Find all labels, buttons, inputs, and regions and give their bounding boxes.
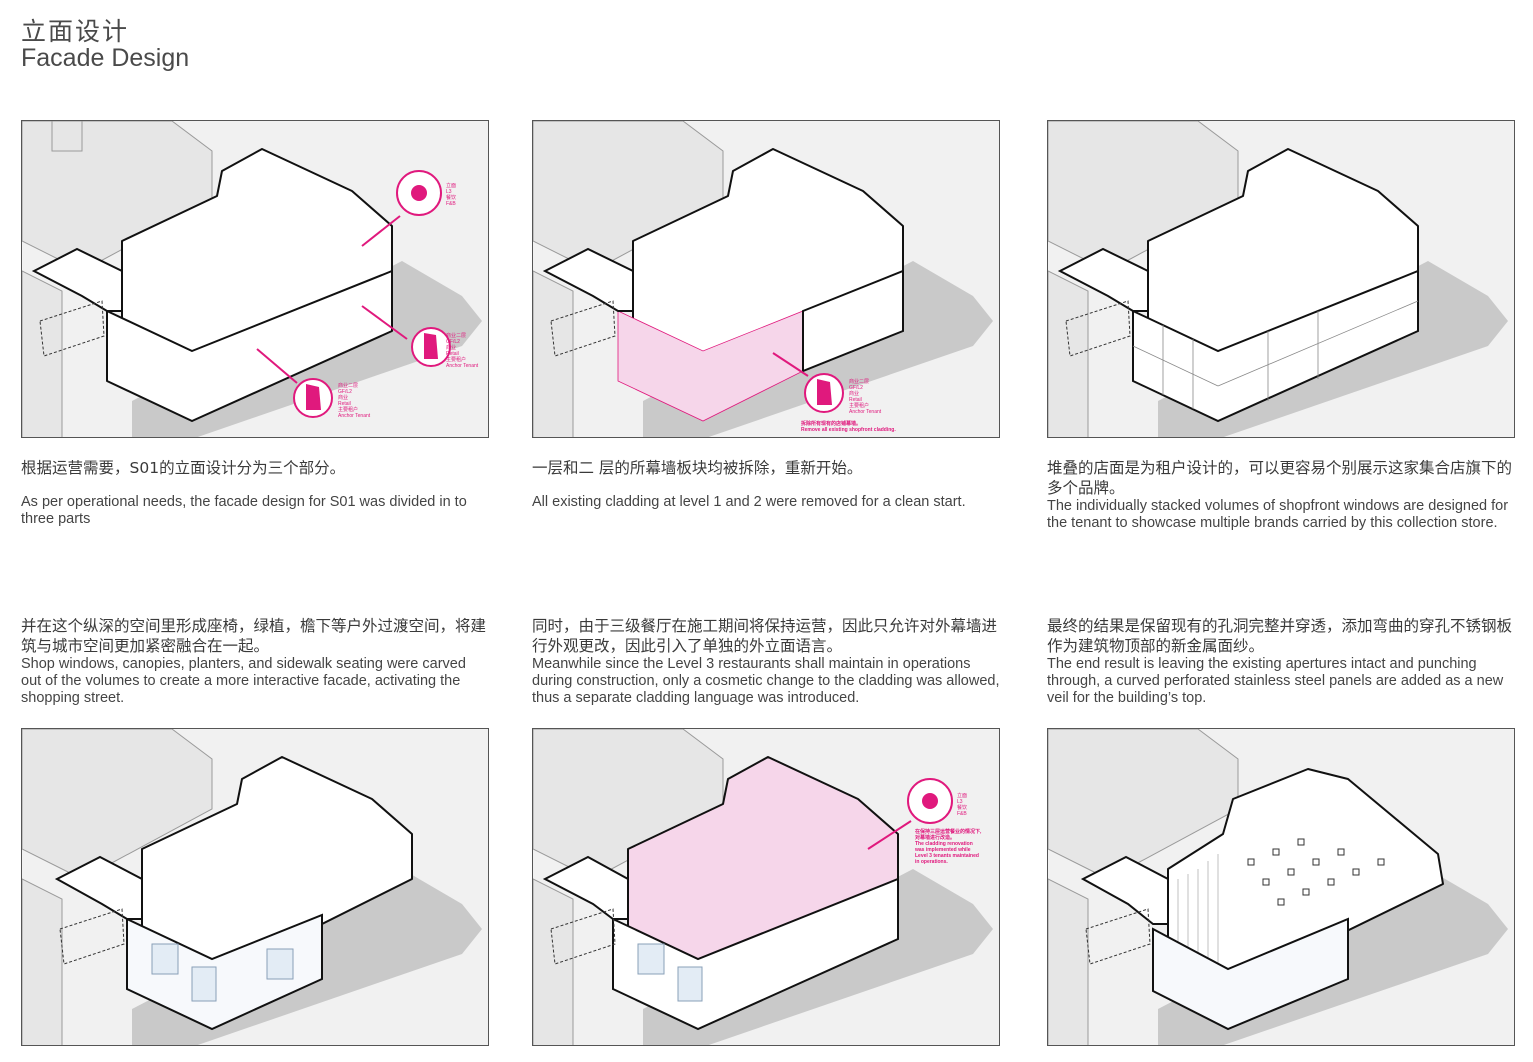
stacked-shopfronts	[1132, 269, 1419, 423]
dashed-footprint	[39, 300, 105, 357]
caption-4: 并在这个纵深的空间里形成座椅，绿植，檐下等户外过渡空间，将建筑与城市空间更加紧密…	[21, 616, 489, 707]
axonometric-drawing-1	[22, 121, 482, 437]
caption-3-cn: 堆叠的店面是为租户设计的，可以更容易个别展示这家集合店旗下的多个品牌。	[1047, 459, 1513, 497]
caption-6-cn: 最终的结果是保留现有的孔洞完整并穿透，添加弯曲的穿孔不锈钢板作为建筑物顶部的新金…	[1047, 617, 1513, 655]
annotation-pointers	[256, 215, 408, 384]
aperture-openings	[1247, 838, 1385, 906]
caption-5-cn: 同时，由于三级餐厅在施工期间将保持运营，因此只允许对外幕墙进行外观更改，因此引入…	[532, 617, 998, 655]
axonometric-drawing-4	[22, 729, 482, 1045]
caption-3: 堆叠的店面是为租户设计的，可以更容易个别展示这家集合店旗下的多个品牌。 The …	[1047, 458, 1517, 532]
axonometric-drawing-6	[1048, 729, 1508, 1045]
page-title-en: Facade Design	[21, 44, 190, 72]
caption-5-en: Meanwhile since the Level 3 restaurants …	[532, 656, 1000, 706]
annotation-removal-note: 拆除所有现有的店铺幕墙。Remove all existing shopfron…	[801, 421, 896, 433]
ground-levels-block	[106, 270, 393, 422]
diagram-panel-6	[1047, 728, 1515, 1046]
side-wing	[31, 247, 123, 312]
caption-1-cn: 根据运营需要，S01的立面设计分为三个部分。	[21, 459, 346, 477]
page-title-cn: 立面设计	[21, 17, 130, 46]
diagram-panel-3	[1047, 120, 1515, 438]
caption-4-cn: 并在这个纵深的空间里形成座椅，绿植，檐下等户外过渡空间，将建筑与城市空间更加紧密…	[21, 617, 487, 655]
axonometric-drawing-2	[533, 121, 993, 437]
caption-2-cn: 一层和二 层的所幕墙板块均被拆除，重新开始。	[532, 459, 863, 477]
axonometric-drawing-3	[1048, 121, 1508, 437]
caption-2-en: All existing cladding at level 1 and 2 w…	[532, 494, 966, 510]
caption-6-en: The end result is leaving the existing a…	[1047, 656, 1504, 706]
caption-2: 一层和二 层的所幕墙板块均被拆除，重新开始。 All existing clad…	[532, 458, 1000, 511]
caption-4-en: Shop windows, canopies, planters, and si…	[21, 656, 466, 706]
caption-5: 同时，由于三级餐厅在施工期间将保持运营，因此只允许对外幕墙进行外观更改，因此引入…	[532, 616, 1000, 707]
caption-1: 根据运营需要，S01的立面设计分为三个部分。 As per operationa…	[21, 458, 489, 528]
diagram-panel-4	[21, 728, 489, 1046]
caption-6: 最终的结果是保留现有的孔洞完整并穿透，添加弯曲的穿孔不锈钢板作为建筑物顶部的新金…	[1047, 616, 1517, 707]
annotation-cladding-note: 在保持三层运营餐业的情况下,对幕墙进行改造。The cladding renov…	[915, 829, 982, 865]
context-buildings	[22, 121, 213, 437]
caption-3-en: The individually stacked volumes of shop…	[1047, 498, 1509, 531]
axonometric-drawing-5	[533, 729, 993, 1045]
caption-1-en: As per operational needs, the facade des…	[21, 494, 467, 527]
